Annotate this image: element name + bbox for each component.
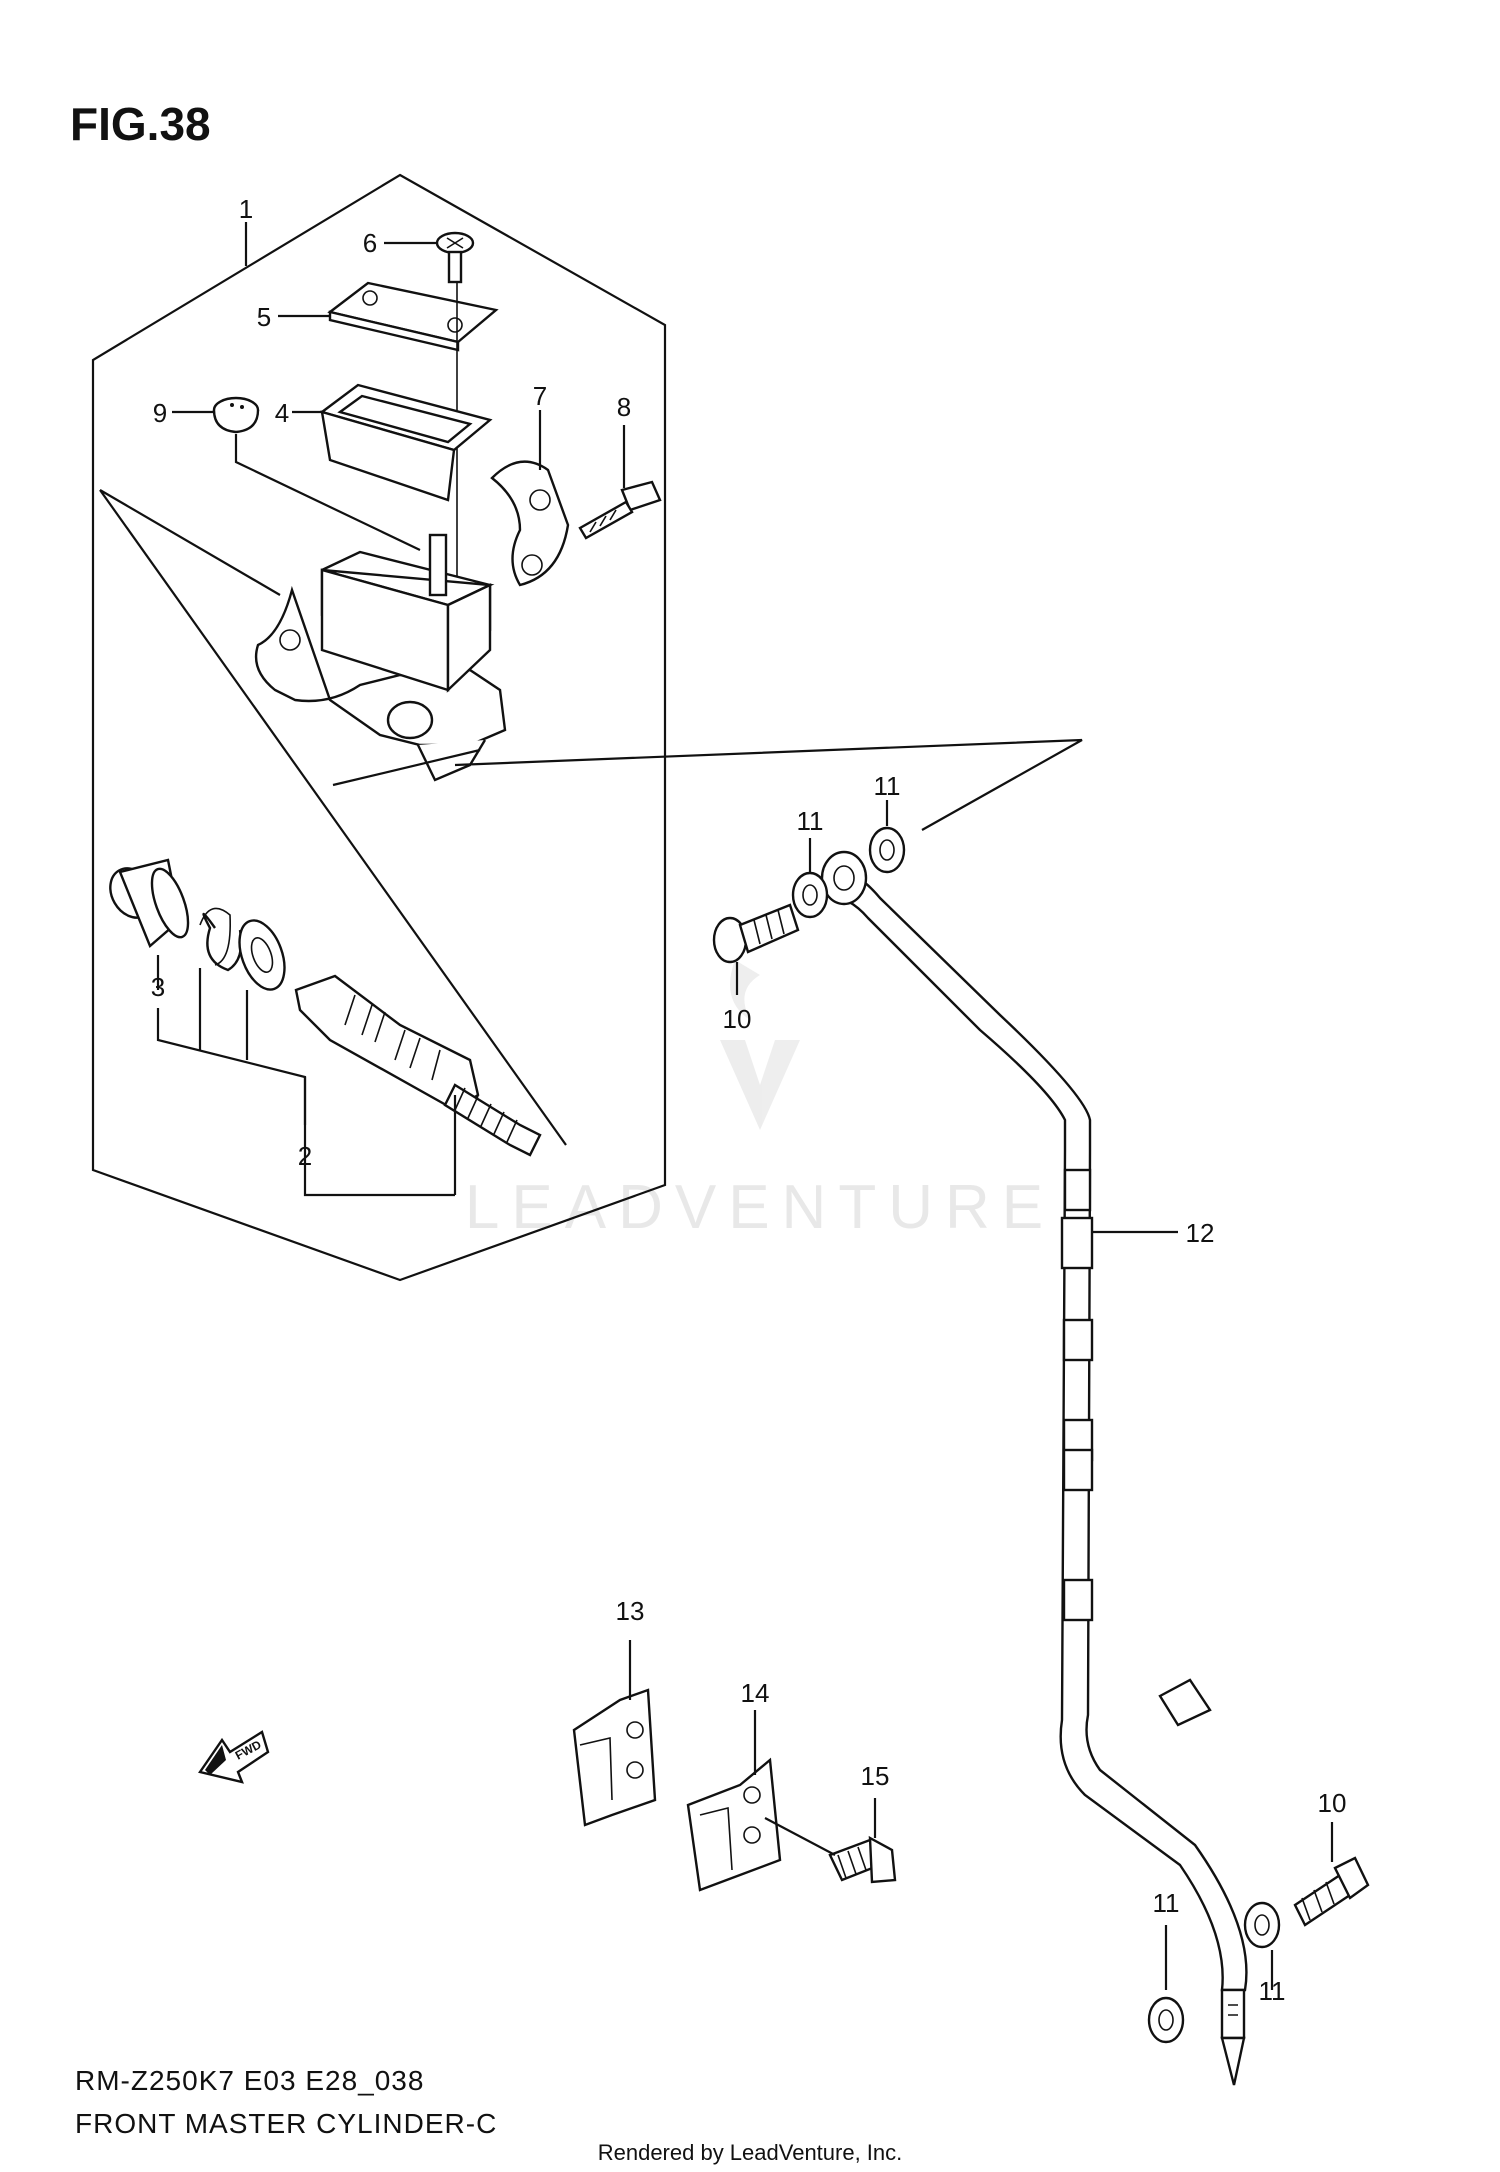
washer-part-11-top-b [868, 826, 906, 874]
washer-part-11-bottom-b [1147, 1996, 1185, 2044]
callout-6: 6 [363, 228, 377, 258]
callout-5: 5 [257, 302, 271, 332]
clamp-part-7 [490, 460, 570, 587]
callout-14: 14 [741, 1678, 770, 1708]
washer [238, 919, 286, 991]
callout-11a: 11 [797, 806, 824, 836]
washer-part-11-bottom-a [1243, 1901, 1281, 1949]
callout-12: 12 [1186, 1218, 1215, 1248]
circlip [202, 912, 243, 972]
assembly-line-d [454, 738, 1083, 831]
rendered-by: Rendered by LeadVenture, Inc. [598, 2140, 903, 2165]
watermark: LEADVENTURE [465, 960, 1055, 1242]
banjo-bolt-part-10-top [712, 903, 800, 964]
bolt-part-8 [578, 480, 662, 540]
banjo-fitting-top [820, 850, 868, 906]
callout-10a: 10 [723, 1004, 752, 1034]
hose-clamp-part-14 [686, 1757, 782, 1892]
banjo-bolt-part-10-bottom [1293, 1856, 1370, 1927]
leader-15-line [764, 1817, 836, 1856]
figure-title: FIG.38 [70, 98, 211, 150]
model-code: RM-Z250K7 E03 E28_038 [75, 2065, 424, 2096]
diaphragm-part-4 [319, 383, 493, 502]
callout-3: 3 [151, 972, 165, 1002]
boot-part-3 [109, 858, 190, 949]
assembly-frame [91, 173, 667, 1282]
figure-caption: FRONT MASTER CYLINDER-C [75, 2108, 497, 2139]
screw-part-6 [435, 231, 475, 284]
callout-15: 15 [861, 1761, 890, 1791]
callout-11b: 11 [874, 771, 901, 801]
callout-13: 13 [616, 1596, 645, 1626]
watermark-text: LEADVENTURE [465, 1173, 1055, 1242]
callout-2: 2 [298, 1141, 312, 1171]
brake-hose-part-12 [824, 868, 1248, 2086]
callout-11d: 11 [1259, 1976, 1286, 2006]
assembly-line-a [99, 489, 281, 596]
assembly-line-b [99, 489, 567, 1146]
reservoir-cover-part-5 [327, 281, 499, 352]
leader-9-to-body [234, 434, 421, 551]
assembly-line-c [332, 748, 481, 787]
cap-part-9 [212, 396, 260, 434]
circlip-inner [199, 907, 232, 966]
hose-guide-part-13 [572, 1688, 657, 1827]
callout-8: 8 [617, 392, 631, 422]
piston-part-2 [294, 974, 542, 1157]
master-cylinder-body [254, 533, 507, 782]
callout-11c: 11 [1153, 1888, 1180, 1918]
fwd-arrow-icon: FWD [198, 1730, 270, 1784]
callout-1: 1 [239, 194, 253, 224]
callout-10b: 10 [1318, 1788, 1347, 1818]
callout-4: 4 [275, 398, 289, 428]
callout-7: 7 [533, 381, 547, 411]
callout-9: 9 [153, 398, 167, 428]
washer-part-11-top-a [791, 871, 829, 919]
bolt-part-15 [828, 1835, 897, 1884]
